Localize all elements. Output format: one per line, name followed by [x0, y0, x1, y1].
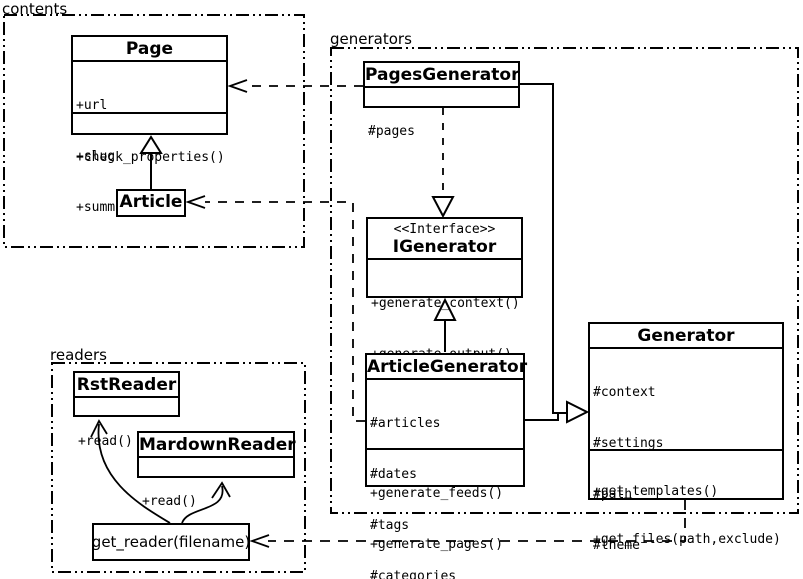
attribute: #articles [370, 416, 441, 431]
method: +generate_feeds() [370, 486, 504, 501]
attribute: #dates [370, 467, 417, 482]
attribute: +slug [76, 149, 116, 164]
class-mardownreader-title: MardownReader [139, 435, 296, 455]
class-igenerator: <<Interface>> IGenerator +generate_conte… [366, 217, 523, 362]
dependency-generator-getreader-arrow [249, 534, 270, 548]
method: +check_properties() [76, 150, 225, 165]
method: +get_files(path,exclude) [593, 532, 781, 547]
attribute: +url [76, 98, 108, 113]
class-article-title: Article [119, 192, 183, 212]
class-igenerator-stereotype: <<Interface>> [393, 222, 496, 237]
class-generator-methods: +get_templates() +get_files(path,exclude… [590, 449, 782, 579]
class-pagesgenerator: PagesGenerator #pages [363, 61, 520, 139]
package-label-generators: generators [330, 30, 412, 48]
attribute: #theme [593, 538, 640, 553]
class-igenerator-title: IGenerator [392, 237, 497, 257]
generalization-articlegenerator-igenerator-triangle [433, 297, 457, 321]
attribute: #settings [593, 436, 664, 451]
call-arrow-getreader-rstreader-line [97, 423, 171, 524]
generalization-generator-triangle [566, 400, 590, 424]
get-reader-label: get_reader(filename) [91, 533, 251, 551]
dependency-articlegenerator-article-line [205, 201, 365, 422]
class-pagesgenerator-title: PagesGenerator [365, 65, 520, 85]
class-articlegenerator-title: ArticleGenerator [367, 357, 528, 377]
class-articlegenerator-attributes: #articles #dates #tags #categories [367, 378, 523, 579]
class-page-methods: +check_properties() [73, 112, 226, 201]
class-rstreader: RstReader +read() [73, 371, 180, 449]
method: +read() [78, 434, 133, 449]
package-border-readers [51, 362, 306, 573]
generalization-articlegenerator-generator-line [524, 413, 559, 421]
class-mardownreader-methods: +read() [139, 456, 293, 545]
get-reader-node: get_reader(filename) [92, 523, 250, 561]
attribute: #path [593, 487, 633, 502]
dependency-pagesgenerator-page-arrow [227, 79, 248, 93]
package-border-contents [3, 14, 305, 248]
method: +generate_context() [371, 296, 520, 311]
call-arrow-getreader-mardownreader-line [181, 485, 224, 524]
class-rstreader-methods: +read() [75, 396, 178, 485]
call-arrow-getreader-rstreader-arrow [90, 419, 108, 438]
class-rstreader-title: RstReader [76, 375, 177, 395]
dependency-generator-getreader-line [268, 500, 686, 542]
class-generator: Generator #context #settings #path #them… [588, 322, 784, 553]
call-arrow-getreader-mardownreader-arrow [211, 481, 231, 499]
package-label-readers: readers [50, 346, 107, 364]
generalization-pagesgenerator-generator-line [519, 83, 567, 414]
package-border-generators [330, 47, 799, 514]
class-page-title: Page [125, 39, 174, 59]
class-article: Article [116, 189, 186, 217]
class-mardownreader: MardownReader +read() [137, 431, 296, 509]
attribute: #tags [370, 518, 410, 533]
method: +generate_pages() [370, 537, 504, 552]
class-articlegenerator-methods: +generate_feeds() +generate_pages() [367, 448, 523, 579]
package-label-contents: contents [2, 0, 68, 18]
realization-pagesgenerator-igenerator-triangle [431, 196, 455, 219]
class-articlegenerator: ArticleGenerator #articles #dates #tags … [365, 353, 528, 579]
class-pagesgenerator-attributes: #pages [365, 86, 518, 175]
class-page: Page +url +slug +summary +check_properti… [71, 35, 228, 215]
class-generator-title: Generator [637, 326, 735, 346]
dependency-articlegenerator-article-arrow [185, 195, 206, 209]
method: +read() [142, 494, 197, 509]
class-generator-attributes: #context #settings #path #theme #output_… [590, 347, 782, 553]
method: +get_templates() [593, 484, 719, 499]
attribute: #pages [368, 124, 415, 139]
class-page-attributes: +url +slug +summary [73, 60, 226, 215]
attribute: #categories [370, 569, 457, 579]
generalization-article-page-triangle [139, 135, 163, 154]
attribute: #context [593, 385, 656, 400]
